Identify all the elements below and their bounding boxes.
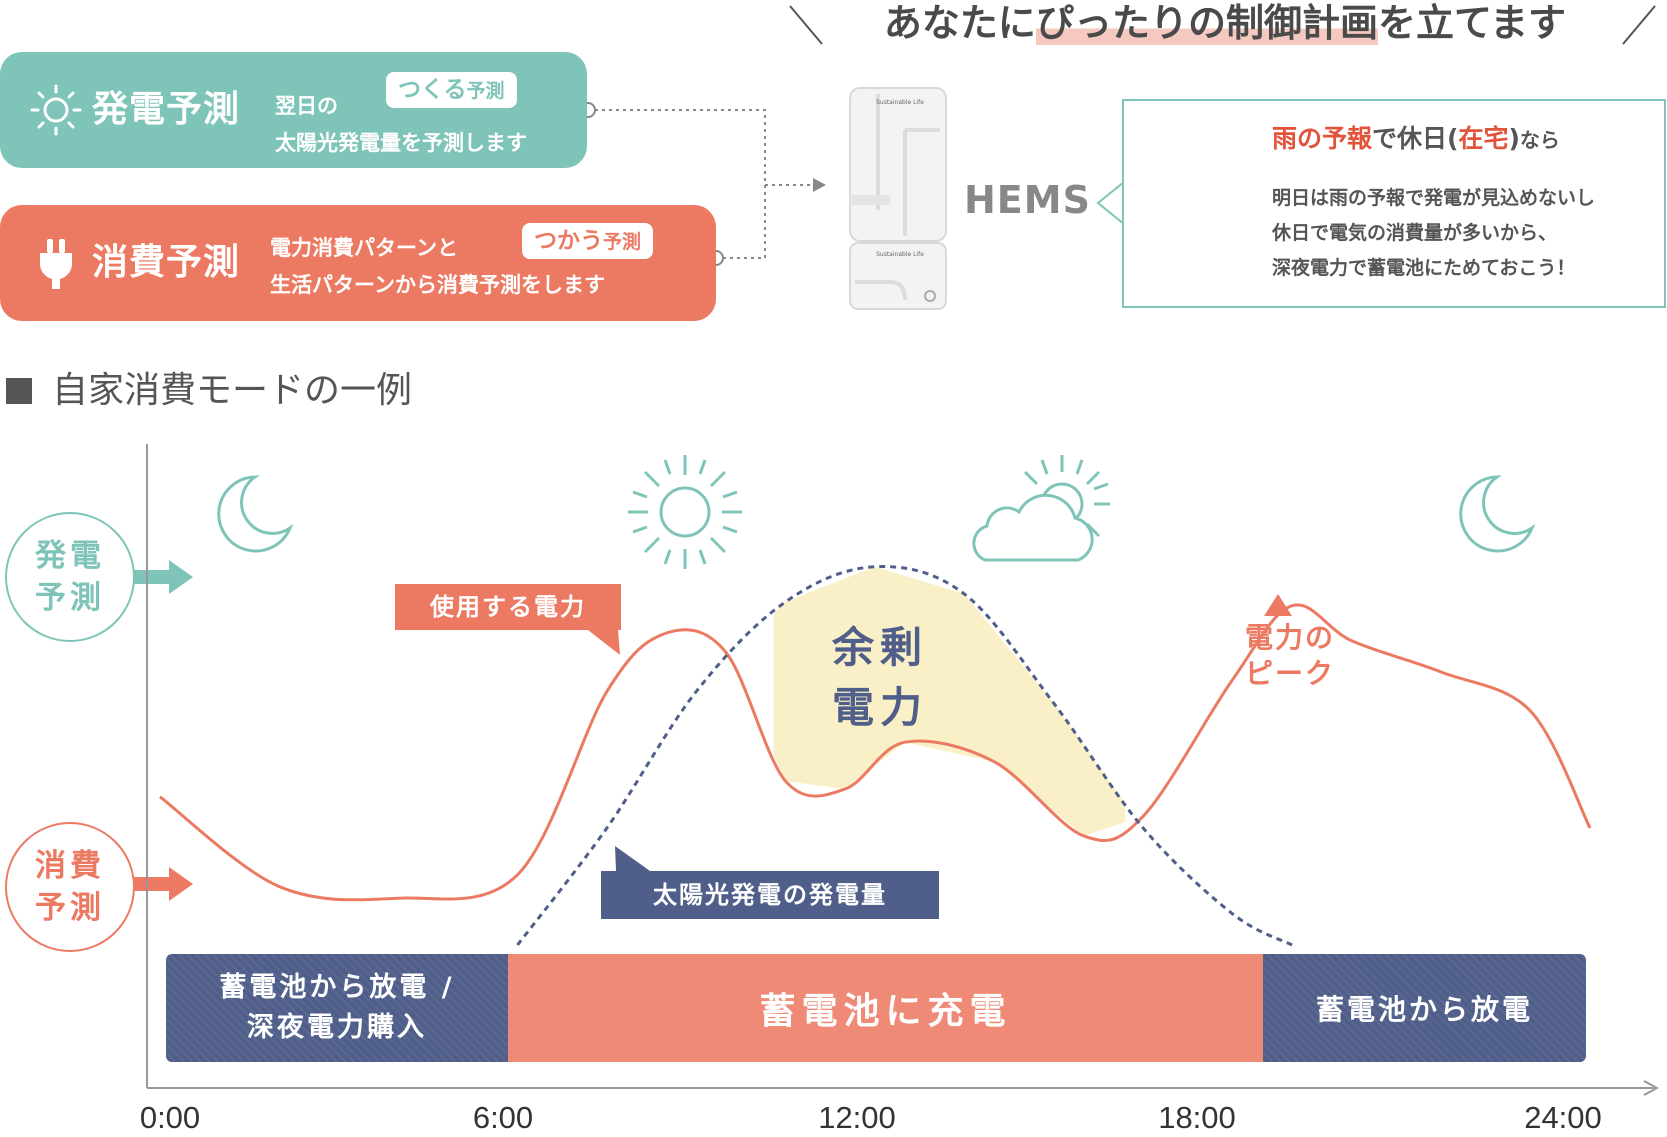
generation-forecast-card: 発電予測 つくる予測 翌日の 太陽光発電量を予測します bbox=[0, 52, 587, 168]
consumption-forecast-card: 消費予測 つかう予測 電力消費パターンと 生活パターンから消費予測をします bbox=[0, 205, 716, 321]
x-tick-label: 6:00 bbox=[472, 1100, 534, 1135]
moon-icon bbox=[1459, 475, 1536, 553]
x-tick-label: 18:00 bbox=[1158, 1100, 1236, 1135]
generation-card-description: 翌日の 太陽光発電量を予測します bbox=[275, 94, 527, 155]
plug-icon bbox=[40, 239, 72, 289]
consumption-card-description: 電力消費パターンと 生活パターンから消費予測をします bbox=[270, 236, 605, 297]
sun-icon bbox=[628, 455, 742, 569]
band-charge: 蓄電池に充電 bbox=[508, 954, 1263, 1062]
headline-before: あなたに bbox=[883, 1, 1036, 45]
surplus-area bbox=[773, 566, 1126, 836]
connector-lines bbox=[588, 109, 815, 259]
svg-text:Sustainable Life: Sustainable Life bbox=[876, 251, 924, 258]
hems-label: HEMS bbox=[964, 178, 1091, 222]
generation-tag: つくる予測 bbox=[386, 72, 517, 108]
sun-cloud-icon bbox=[972, 455, 1110, 562]
consumption-forecast-label: 消費予測 bbox=[5, 822, 135, 952]
headline-slash-left bbox=[789, 5, 823, 45]
square-bullet-icon bbox=[6, 378, 32, 404]
x-tick-label: 24:00 bbox=[1524, 1100, 1602, 1135]
sun-icon bbox=[30, 84, 82, 136]
generation-forecast-label: 発電予測 bbox=[5, 512, 135, 642]
power-peak-label: 電力のピーク bbox=[1244, 621, 1335, 690]
surplus-power-label: 余剰電力 bbox=[831, 623, 928, 732]
solar-generation-callout: 太陽光発電の発電量 bbox=[601, 871, 939, 919]
section-title: 自家消費モードの一例 bbox=[6, 368, 412, 414]
consumption-card-title: 消費予測 bbox=[92, 242, 241, 283]
hems-device: Sustainable Life Sustainable Life bbox=[849, 87, 947, 310]
generation-card-title: 発電予測 bbox=[92, 89, 241, 130]
headline-slash-right bbox=[1622, 5, 1656, 45]
power-used-callout: 使用する電力 bbox=[395, 584, 621, 630]
callout-use-tail bbox=[588, 630, 620, 655]
connector-arrow-icon bbox=[813, 178, 826, 192]
speech-lead: 雨の予報で休日(在宅)なら bbox=[1272, 124, 1560, 153]
speech-body: 明日は雨の予報で発電が見込めないし 休日で電気の消費量が多いから、 深夜電力で蓄… bbox=[1272, 187, 1596, 279]
callout-solar-tail bbox=[615, 846, 650, 871]
consumption-tag: つかう予測 bbox=[522, 223, 654, 259]
power-used-line bbox=[159, 603, 1592, 902]
x-axis-arrow-icon bbox=[1643, 1080, 1660, 1096]
band-evening-discharge: 蓄電池から放電 bbox=[1263, 954, 1586, 1062]
headline: あなたにぴったりの制御計画を立てます bbox=[790, 0, 1660, 46]
headline-highlight: ぴったりの制御計画 bbox=[1035, 1, 1378, 45]
band-night-discharge: 蓄電池から放電 /深夜電力購入 bbox=[166, 954, 508, 1062]
x-tick-label: 12:00 bbox=[818, 1100, 896, 1135]
svg-text:Sustainable Life: Sustainable Life bbox=[876, 99, 924, 106]
moon-icon bbox=[217, 475, 294, 553]
hems-speech-bubble: 雨の予報で休日(在宅)なら 明日は雨の予報で発電が見込めないし 休日で電気の消費… bbox=[1122, 99, 1666, 308]
solar-generation-line bbox=[516, 565, 1293, 947]
x-tick-label: 0:00 bbox=[139, 1100, 201, 1135]
headline-after: を立てます bbox=[1377, 1, 1567, 45]
